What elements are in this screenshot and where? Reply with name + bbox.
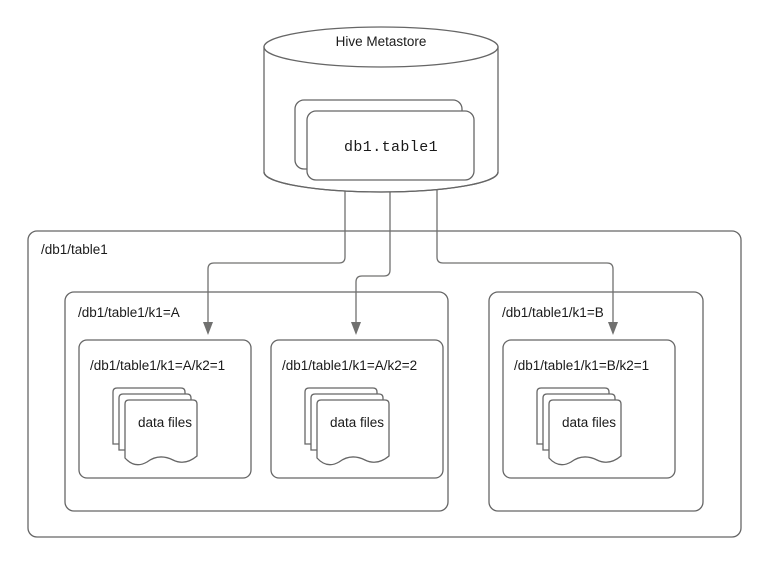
partition-k1-A-k2-1-label: /db1/table1/k1=A/k2=1 (90, 358, 225, 373)
data-files-stack-icon (536, 387, 622, 466)
arrow-to-k1B-k2-1-head (608, 322, 618, 335)
hive-metastore-label: Hive Metastore (336, 34, 427, 49)
arrow-to-k1A-k2-1-head (203, 322, 213, 335)
partition-group-k1-A-label: /db1/table1/k1=A (78, 305, 180, 320)
partition-k1-B-k2-1-label: /db1/table1/k1=B/k2=1 (514, 358, 649, 373)
partition-k1-B-k2-1[interactable]: /db1/table1/k1=B/k2=1 data files (502, 339, 676, 479)
arrow-to-k1A-k2-1-path (207, 178, 346, 326)
hive-metastore-cylinder-group[interactable]: Hive Metastore db1.table1 (263, 26, 499, 193)
data-files-stack-icon (112, 387, 198, 466)
arrow-to-k1A-k2-2-path (355, 178, 391, 326)
partition-k1-A-k2-2-label: /db1/table1/k1=A/k2=2 (282, 358, 417, 373)
partition-k1-A-k2-2[interactable]: /db1/table1/k1=A/k2=2 data files (270, 339, 444, 479)
partition-group-k1-B-label: /db1/table1/k1=B (502, 305, 604, 320)
document-icon-front (316, 399, 390, 466)
arrow-to-k1B-k2-1-path (436, 178, 614, 326)
db-table-card-label: db1.table1 (344, 139, 438, 156)
cylinder-bottom-arc (263, 171, 499, 193)
document-icon-front (548, 399, 622, 466)
connector-layer (203, 178, 618, 335)
db-table-card-front[interactable] (306, 110, 475, 181)
cylinder-top-ellipse (263, 26, 499, 68)
data-files-label: data files (562, 415, 616, 430)
table-root-directory-label: /db1/table1 (41, 242, 108, 257)
partition-k1-A-k2-1[interactable]: /db1/table1/k1=A/k2=1 data files (78, 339, 252, 479)
partition-group-k1-A[interactable]: /db1/table1/k1=A /db1/table1/k1=A/k2=1 d… (64, 291, 449, 512)
data-files-label: data files (330, 415, 384, 430)
partition-group-k1-B[interactable]: /db1/table1/k1=B /db1/table1/k1=B/k2=1 d… (488, 291, 704, 512)
arrow-to-k1A-k2-2-head (351, 322, 361, 335)
data-files-label: data files (138, 415, 192, 430)
document-icon-front (124, 399, 198, 466)
data-files-stack-icon (304, 387, 390, 466)
